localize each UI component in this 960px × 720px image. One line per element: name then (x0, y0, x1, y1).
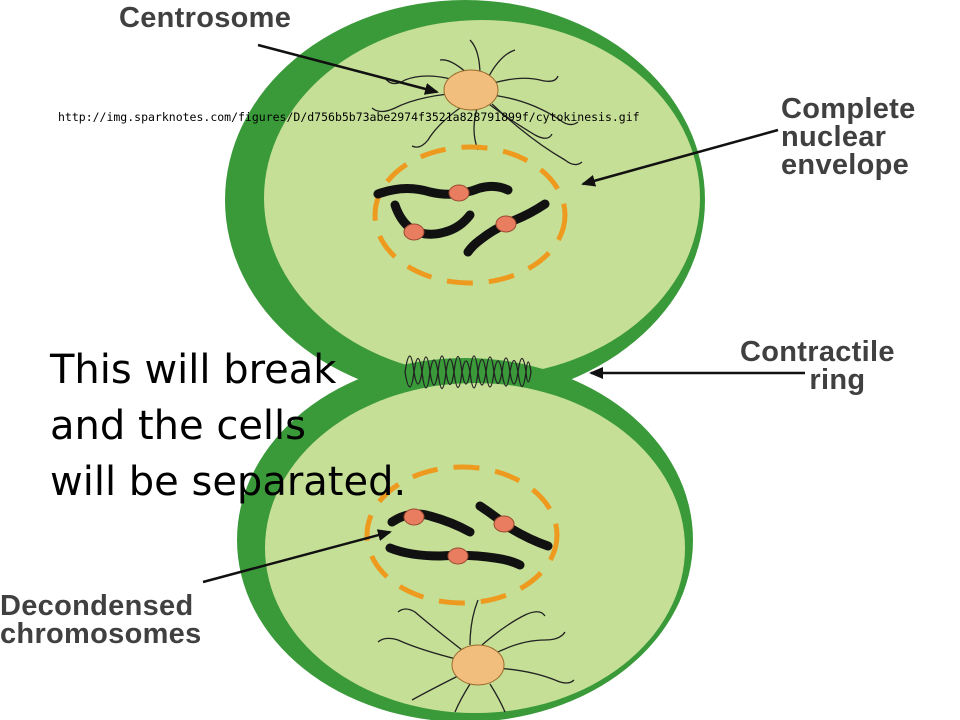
label-arrows (202, 43, 805, 584)
contractile-ring-label-line-1: Contractile (740, 336, 895, 368)
nuclear-envelope-label-line-2: nuclear (781, 121, 887, 153)
nuclear-envelope-label-line-3: envelope (781, 149, 910, 181)
caption-line-2: and the cells (50, 403, 306, 449)
centrosome-label: Centrosome (119, 2, 292, 34)
nuclear-envelope-label-line-1: Complete (781, 93, 916, 125)
decondensed-label-line-2: chromosomes (0, 618, 202, 650)
decondensed-chromosomes-label: Decondensed chromosomes (0, 590, 202, 650)
caption-line-3: will be separated. (50, 459, 407, 505)
bottom-centromeres (403, 508, 515, 565)
nuclear-envelope-arrow (581, 128, 779, 187)
bottom-nuclear-envelope (364, 464, 560, 606)
decondensed-chromosomes-arrow (202, 529, 392, 584)
top-centromeres (403, 184, 517, 241)
nuclear-envelope-label: Complete nuclear envelope (781, 93, 916, 181)
top-cell (225, 0, 705, 400)
source-url: http://img.sparknotes.com/figures/D/d756… (58, 110, 640, 124)
contractile-ring-label-line-2: ring (809, 364, 866, 396)
caption-line-1: This will break (50, 347, 337, 393)
contractile-ring-label: Contractile ring (740, 336, 895, 396)
contractile-ring (404, 355, 532, 390)
bottom-cell (237, 358, 693, 720)
centrosome-arrow (257, 43, 439, 95)
slide-caption: This will break and the cells will be se… (50, 342, 406, 510)
top-nuclear-envelope (372, 144, 568, 286)
decondensed-label-line-1: Decondensed (0, 590, 194, 622)
bottom-centrosome (377, 599, 575, 713)
